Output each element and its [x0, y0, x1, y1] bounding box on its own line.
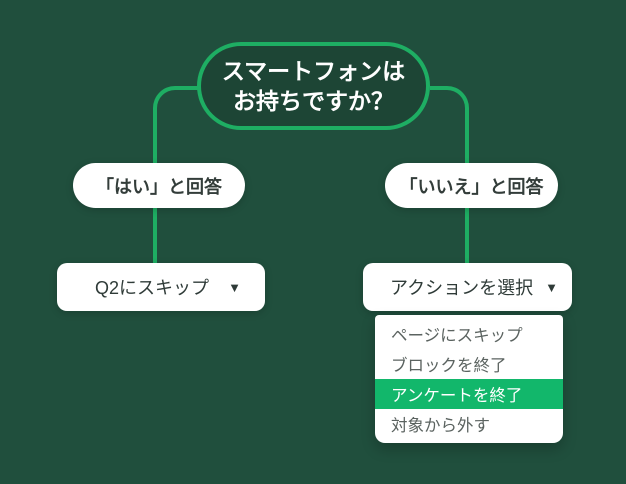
action-dropdown-yes[interactable]: Q2にスキップ ▼ [57, 263, 265, 311]
menu-item-end-survey[interactable]: アンケートを終了 [375, 379, 563, 409]
caret-down-icon: ▼ [228, 279, 241, 295]
action-dropdown-no-value: アクションを選択 [390, 278, 534, 298]
menu-item-skip-to-page[interactable]: ページにスキップ [391, 327, 523, 345]
question-text-line2: お持ちですか？ [233, 88, 394, 114]
action-dropdown-yes-value: Q2にスキップ [95, 278, 210, 298]
question-text-line1: スマートフォンは [221, 58, 406, 84]
answer-label-yes: 「はい」と回答 [73, 163, 245, 208]
action-dropdown-menu: ページにスキップ ブロックを終了 アンケートを終了 対象から外す [375, 315, 563, 443]
menu-item-end-block[interactable]: ブロックを終了 [391, 357, 507, 375]
menu-item-exclude[interactable]: 対象から外す [391, 417, 490, 435]
answer-label-no: 「いいえ」と回答 [385, 163, 558, 208]
caret-down-icon: ▼ [545, 279, 558, 295]
question-node: スマートフォンは お持ちですか？ [197, 42, 430, 130]
action-dropdown-no[interactable]: アクションを選択 ▼ [363, 263, 572, 311]
